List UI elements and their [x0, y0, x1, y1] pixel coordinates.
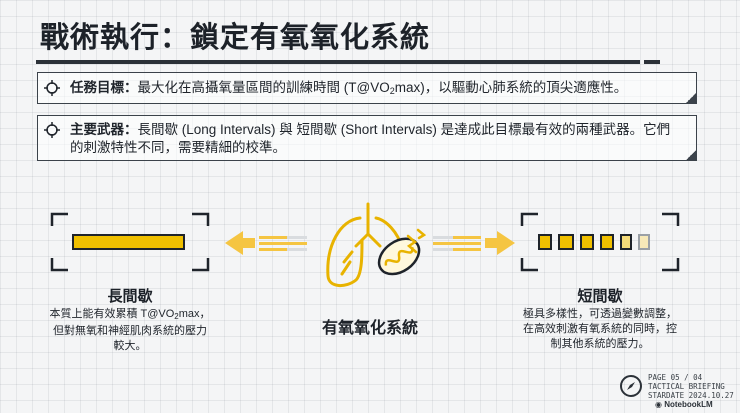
short-interval-frame	[520, 212, 680, 272]
crosshair-icon	[44, 122, 60, 138]
mission-text: 任務目標：最大化在高攝氧量區間的訓練時間 (T@VO2max)，以驅動心肺系統的…	[70, 80, 628, 96]
long-interval-frame	[50, 212, 210, 272]
compass-icon	[620, 375, 642, 397]
short-interval-segment	[638, 234, 650, 250]
title-underline	[36, 60, 660, 64]
short-interval-segment	[600, 234, 614, 250]
weapons-label: 主要武器	[70, 122, 124, 137]
notebooklm-logo: ◉ NotebookLM	[655, 400, 713, 409]
crosshair-icon	[44, 80, 60, 96]
long-interval-desc: 本質上能有效累積 T@VO2max， 但對無氧和神經肌肉系統的壓力 較大。	[49, 308, 211, 352]
weapons-text: 主要武器：長間歇 (Long Intervals) 與 短間歇 (Short I…	[70, 122, 671, 155]
short-interval-title: 短間歇	[577, 288, 623, 305]
mission-label: 任務目標	[70, 80, 124, 95]
long-interval-bar	[72, 234, 185, 250]
weapons-panel: 主要武器：長間歇 (Long Intervals) 與 短間歇 (Short I…	[37, 115, 697, 161]
short-interval-desc: 極具多樣性，可透過變數調整， 在高效刺激有氧系統的同時，控 制其他系統的壓力。	[523, 308, 677, 350]
short-interval-segment	[620, 234, 632, 250]
short-interval-segment	[580, 234, 594, 250]
short-interval-segment	[538, 234, 552, 250]
long-interval-title: 長間歇	[107, 288, 153, 305]
arrow-right-icon	[433, 231, 515, 255]
short-interval-segment	[558, 234, 574, 250]
page-title: 戰術執行：鎖定有氧氧化系統	[40, 22, 431, 54]
briefing-label: TACTICAL BRIEFING	[648, 382, 725, 391]
mission-panel: 任務目標：最大化在高攝氧量區間的訓練時間 (T@VO2max)，以驅動心肺系統的…	[37, 72, 697, 104]
stardate: STARDATE 2024.10.27	[648, 391, 734, 400]
arrow-left-icon	[225, 231, 307, 255]
aerobic-system-label: 有氧氧化系統	[321, 320, 418, 337]
page-number: PAGE 05 / 04	[648, 373, 703, 382]
lungs-mitochondria-icon	[326, 202, 426, 287]
page-info: PAGE 05 / 04 TACTICAL BRIEFING STARDATE …	[648, 373, 734, 400]
